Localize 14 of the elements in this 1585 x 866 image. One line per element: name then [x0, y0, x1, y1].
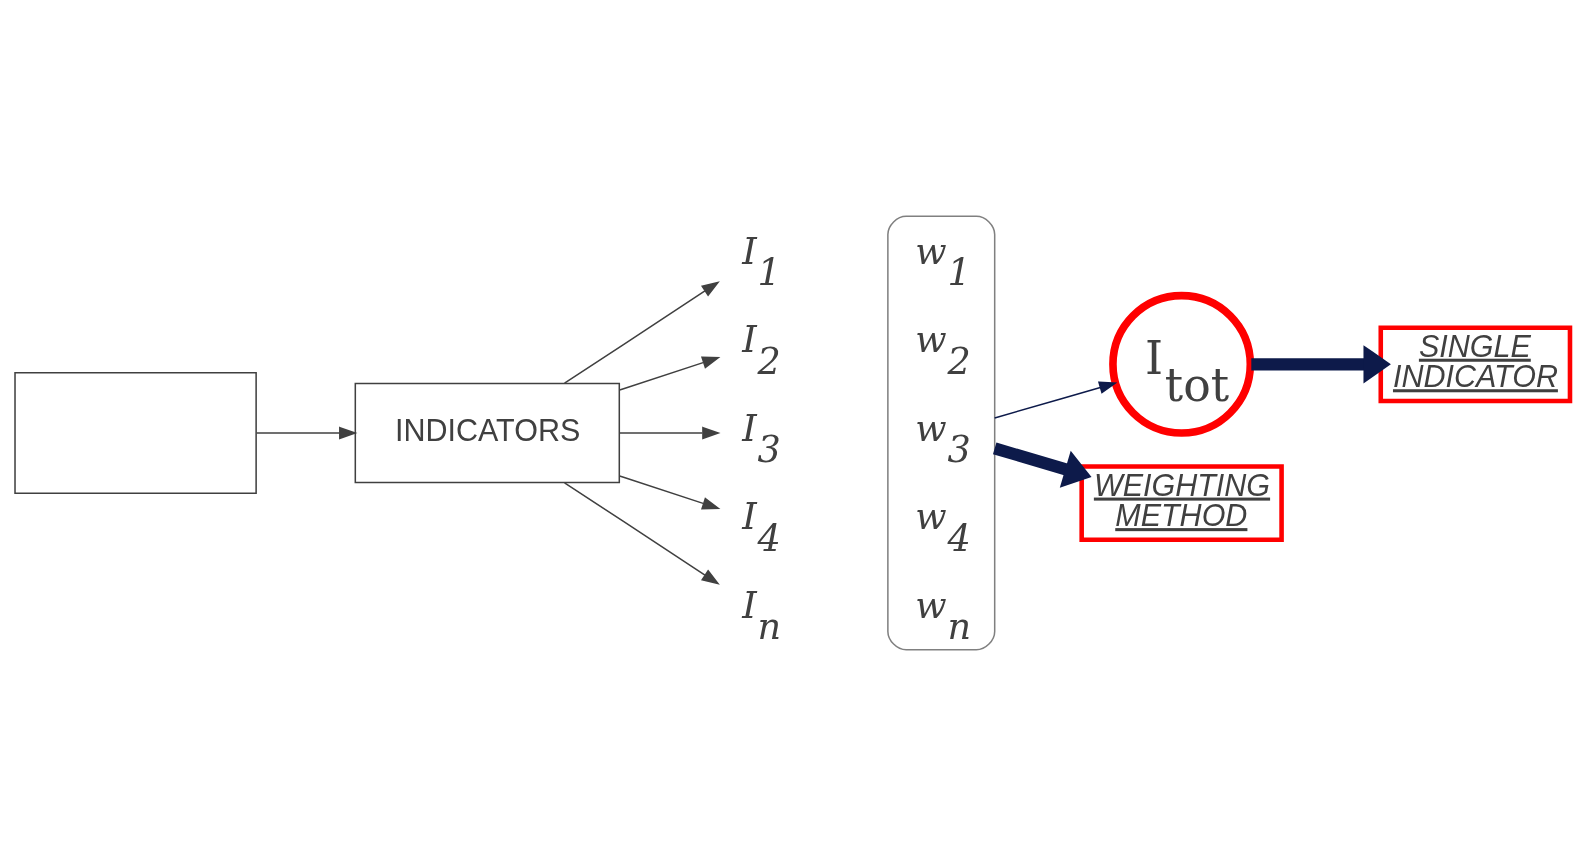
arrow — [563, 281, 720, 384]
node-box: WEIGHTING METHOD — [1079, 464, 1284, 543]
node-box: SINGLE INDICATOR — [1378, 325, 1573, 404]
node-box — [14, 371, 257, 495]
cluster — [887, 215, 996, 651]
arrow — [618, 356, 721, 391]
arrow — [992, 442, 1092, 488]
arrow — [255, 426, 358, 440]
arrow — [993, 381, 1118, 419]
arrow — [618, 426, 721, 440]
arrow — [563, 482, 720, 585]
arrow — [618, 475, 721, 510]
node-box: INDICATORS — [354, 382, 621, 484]
arrow — [1251, 345, 1391, 384]
